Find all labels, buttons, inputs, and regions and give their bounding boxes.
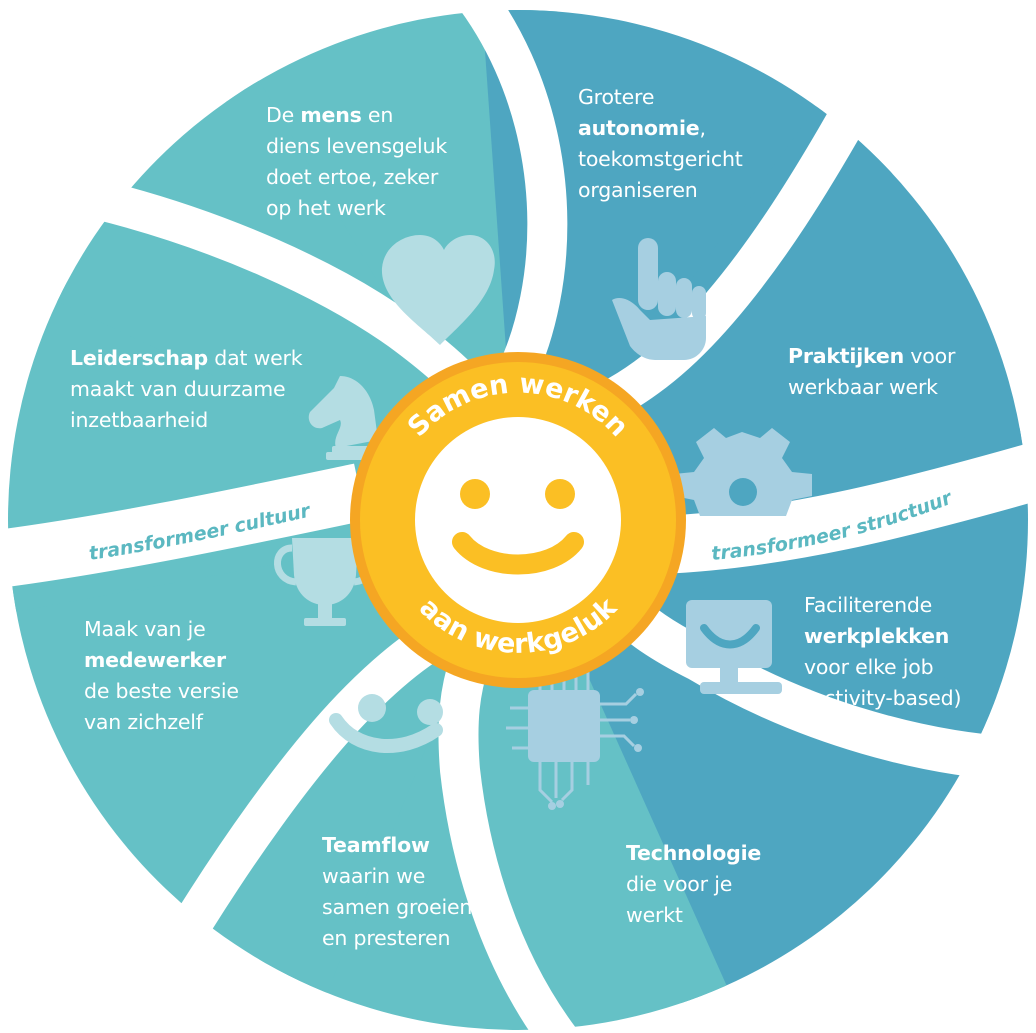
segment-line: diens levensgeluk: [266, 131, 447, 162]
segment-text-run: Faciliterende: [804, 593, 933, 617]
segment-line: werkbaar werk: [788, 372, 955, 403]
arc-band-left: [0, 463, 366, 588]
segment-keyword: Praktijken: [788, 344, 905, 368]
segment-line: waarin we: [322, 861, 472, 892]
segment-text-run: voor elke job: [804, 655, 934, 679]
smile-icon: [329, 694, 443, 753]
segment-line: samen groeien: [322, 892, 472, 923]
segment-text-leiderschap: Leiderschap dat werk maakt van duurzame in…: [70, 343, 303, 436]
segment-text-run: toekomstgericht: [578, 147, 743, 171]
segment-text-run: Maak van je: [84, 617, 206, 641]
segment-line: en presteren: [322, 923, 472, 954]
segment-text-run: dat werk: [207, 346, 303, 370]
segment-text-run: de beste versie: [84, 679, 239, 703]
segment-line: voor elke job: [804, 652, 961, 683]
segment-text-autonomie: Grotere autonomie, toekomstgericht organise…: [578, 82, 743, 206]
segment-text-run: diens levensgeluk: [266, 134, 448, 158]
center-face: [415, 417, 621, 623]
segment-text-medewerker: Maak van je medewerker de beste versie van …: [84, 614, 239, 738]
segment-text-run: en presteren: [322, 926, 451, 950]
segment-text-run: (activity-based): [804, 686, 962, 710]
segment-text-technologie: Technologie die voor je werkt: [626, 838, 761, 931]
segment-line: Praktijken voor: [788, 341, 955, 372]
segment-keyword: werkplekken: [804, 624, 950, 648]
segment-line: Teamflow: [322, 830, 472, 861]
segment-text-run: ,: [699, 116, 706, 140]
segment-line: op het werk: [266, 193, 447, 224]
segment-line: Technologie: [626, 838, 761, 869]
segment-text-run: organiseren: [578, 178, 698, 202]
segment-line: Maak van je: [84, 614, 239, 645]
segment-line: die voor je: [626, 869, 761, 900]
segment-text-run: van zichzelf: [84, 710, 203, 734]
segment-text-praktijken: Praktijken voor werkbaar werk: [788, 341, 955, 403]
segment-text-run: op het werk: [266, 196, 386, 220]
segment-line: De mens en: [266, 100, 447, 131]
segment-line: van zichzelf: [84, 707, 239, 738]
segment-keyword: mens: [300, 103, 362, 127]
segment-line: inzetbaarheid: [70, 405, 302, 436]
segment-text-mens: De mens en diens levensgeluk doet ertoe, z…: [266, 100, 447, 224]
segment-line: doet ertoe, zeker: [266, 162, 447, 193]
segment-line: werkt: [626, 900, 761, 931]
smiley-icon: [452, 479, 584, 575]
segment-line: organiseren: [578, 175, 743, 206]
pointing-hand-icon: [612, 238, 706, 360]
segment-text-werkplekken: Faciliterende werkplekken voor elke job (ac…: [804, 590, 961, 714]
segment-text-run: die voor je: [626, 872, 733, 896]
segment-text-run: werkbaar werk: [788, 375, 938, 399]
segment-keyword: Leiderschap: [70, 346, 208, 370]
segment-line: maakt van duurzame: [70, 374, 302, 405]
gear-icon: [674, 428, 812, 516]
monitor-icon: [686, 600, 782, 694]
segment-text-run: en: [361, 103, 394, 127]
segment-text-run: voor: [904, 344, 956, 368]
arc-band-right: [658, 442, 1036, 574]
segment-text-run: Grotere: [578, 85, 655, 109]
segment-line: autonomie,: [578, 113, 743, 144]
heart-icon: [381, 235, 495, 345]
segment-line: toekomstgericht: [578, 144, 743, 175]
segment-line: Faciliterende: [804, 590, 961, 621]
segment-text-run: inzetbaarheid: [70, 408, 209, 432]
segment-text-run: maakt van duurzame: [70, 377, 286, 401]
segment-line: werkplekken: [804, 621, 961, 652]
segment-line: de beste versie: [84, 676, 239, 707]
segment-line: Grotere: [578, 82, 743, 113]
segment-text-run: De: [266, 103, 301, 127]
segment-line: (activity-based): [804, 683, 961, 714]
segment-text-run: waarin we: [322, 864, 426, 888]
segment-keyword: Teamflow: [322, 833, 430, 857]
segment-keyword: medewerker: [84, 648, 226, 672]
segment-line: medewerker: [84, 645, 239, 676]
segment-text-run: doet ertoe, zeker: [266, 165, 439, 189]
segment-text-run: werkt: [626, 903, 683, 927]
segment-keyword: Technologie: [626, 841, 762, 865]
segment-keyword: autonomie: [578, 116, 700, 140]
segment-line: Leiderschap dat werk: [70, 343, 303, 374]
segment-text-teamflow: Teamflow waarin we samen groeien en prester…: [322, 830, 472, 954]
trophy-icon: [274, 538, 376, 626]
segment-text-run: samen groeien: [322, 895, 473, 919]
